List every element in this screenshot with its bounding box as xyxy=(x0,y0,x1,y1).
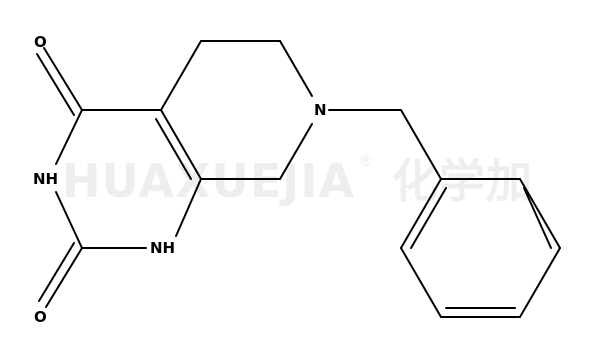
bond-phenyl-3 xyxy=(519,247,561,318)
atom-label-oxygen-top: O xyxy=(34,33,47,51)
bond-phenyl-6 xyxy=(400,178,442,249)
bond-carbonyl-top-1 xyxy=(43,47,83,111)
watermark-registered-mark: ® xyxy=(358,151,374,170)
bond-c6-n7 xyxy=(279,40,313,97)
bond-c4a-c5 xyxy=(160,40,202,111)
bond-n3-c2 xyxy=(55,191,83,249)
bond-c8a-c4a-1 xyxy=(160,109,202,180)
bond-phenyl-inner-2 xyxy=(523,187,552,249)
bond-carbonyl-bottom-1 xyxy=(45,247,83,308)
bond-phenyl-5 xyxy=(400,247,442,318)
watermark-cjk-text: 化学加 xyxy=(392,154,533,208)
watermark: HUAXUEJIA ® 化学加 xyxy=(62,151,533,208)
atom-label-n-ring: N xyxy=(314,101,327,119)
bond-ch2-ipso xyxy=(400,109,442,180)
atom-label-oxygen-bottom: O xyxy=(34,308,47,326)
bond-carbonyl-bottom-2 xyxy=(38,242,75,302)
bond-phenyl-inner-1 xyxy=(410,187,447,249)
bond-n1-c8a xyxy=(175,178,202,237)
bond-carbonyl-top-2 xyxy=(36,53,75,116)
atom-label-nh-bottom: NH xyxy=(150,239,175,257)
bond-c8a-c4a-2 xyxy=(155,118,192,180)
bond-c4-n3 xyxy=(55,109,83,165)
atom-labels: O NH O NH N xyxy=(33,33,327,326)
watermark-text: HUAXUEJIA xyxy=(62,154,355,208)
bonds xyxy=(36,40,561,318)
bond-phenyl-2 xyxy=(519,178,561,249)
bond-n7-c8 xyxy=(279,123,313,180)
atom-label-nh-left: NH xyxy=(33,170,58,188)
